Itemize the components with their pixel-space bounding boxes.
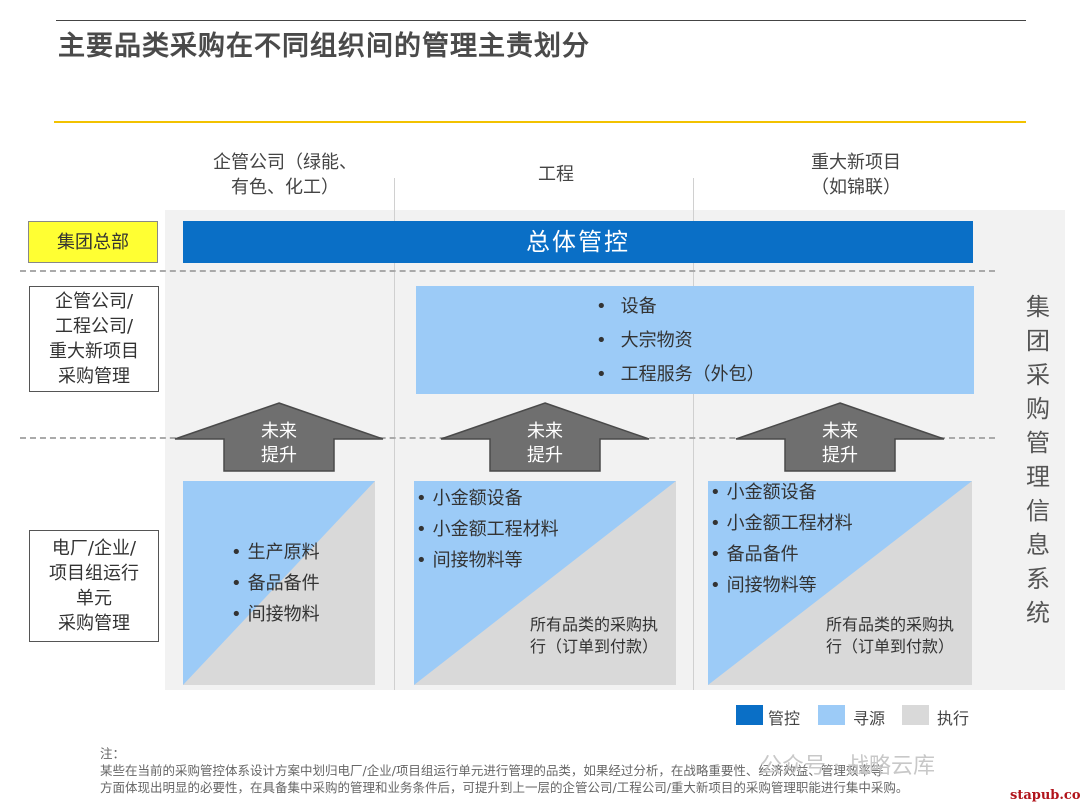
row-label-hq: 集团总部 — [28, 221, 158, 263]
sourcing-box: 设备 大宗物资 工程服务（外包） — [416, 286, 974, 394]
page-title: 主要品类采购在不同组织间的管理主责划分 — [58, 31, 590, 62]
system-label: 集团采购管理信息系统 — [1026, 293, 1050, 627]
execution-item: 小金额工程材料 — [710, 508, 853, 539]
legend-label-control: 管控 — [768, 709, 801, 728]
execution-item: 间接物料等 — [710, 570, 853, 601]
title-underline — [54, 121, 1026, 123]
execution-item: 生产原料 — [231, 537, 320, 568]
execution-item: 间接物料 — [231, 599, 320, 630]
upgrade-arrow-2: 未来 提升 — [440, 402, 650, 472]
legend-label-execution: 执行 — [937, 709, 970, 728]
execution-item: 间接物料等 — [416, 545, 559, 576]
execution-block-1: 生产原料 备品备件 间接物料 — [183, 481, 375, 685]
sourcing-item: 工程服务（外包） — [596, 358, 765, 392]
legend-swatch-execution — [902, 705, 929, 725]
column-header-enterprise: 企管公司（绿能、 有色、化工） — [213, 152, 357, 198]
legend-swatch-control — [736, 705, 763, 725]
execution-item: 小金额设备 — [416, 483, 559, 514]
up-arrow-icon — [174, 402, 384, 472]
column-header-major-projects: 重大新项目 （如锦联） — [811, 152, 901, 198]
sourcing-list: 设备 大宗物资 工程服务（外包） — [596, 290, 765, 392]
execution-note: 所有品类的采购执 行（订单到付款） — [529, 615, 658, 656]
row-separator-1 — [20, 270, 995, 272]
upgrade-arrow-1: 未来 提升 — [174, 402, 384, 472]
execution-block-2: 小金额设备 小金额工程材料 间接物料等 所有品类的采购执 行（订单到付款） — [414, 481, 676, 685]
column-header-engineering: 工程 — [538, 164, 574, 185]
legend-swatch-sourcing — [818, 705, 845, 725]
execution-item: 小金额设备 — [710, 477, 853, 508]
overall-control-bar: 总体管控 — [183, 221, 973, 263]
sourcing-item: 设备 — [596, 290, 765, 324]
execution-item: 小金额工程材料 — [416, 514, 559, 545]
execution-item: 备品备件 — [710, 539, 853, 570]
row-label-mid: 企管公司/ 工程公司/ 重大新项目 采购管理 — [29, 286, 159, 392]
column-divider-2 — [693, 178, 694, 690]
footnote: 注： 某些在当前的采购管控体系设计方案中划归电厂/企业/项目组运行单元进行管理的… — [100, 746, 909, 795]
column-divider-1 — [394, 178, 395, 690]
site-watermark: stapub.com — [1010, 788, 1080, 803]
execution-note: 所有品类的采购执 行（订单到付款） — [825, 615, 954, 656]
upgrade-arrow-3: 未来 提升 — [735, 402, 945, 472]
top-rule — [56, 20, 1026, 21]
watermark: 公众号 · 战略云库 — [760, 754, 935, 779]
execution-block-3: 小金额设备 小金额工程材料 备品备件 间接物料等 所有品类的采购执 行（订单到付… — [708, 481, 972, 685]
up-arrow-icon — [735, 402, 945, 472]
row-label-unit: 电厂/企业/ 项目组运行 单元 采购管理 — [29, 530, 159, 642]
legend-label-sourcing: 寻源 — [853, 709, 886, 728]
execution-item: 备品备件 — [231, 568, 320, 599]
up-arrow-icon — [440, 402, 650, 472]
sourcing-item: 大宗物资 — [596, 324, 765, 358]
